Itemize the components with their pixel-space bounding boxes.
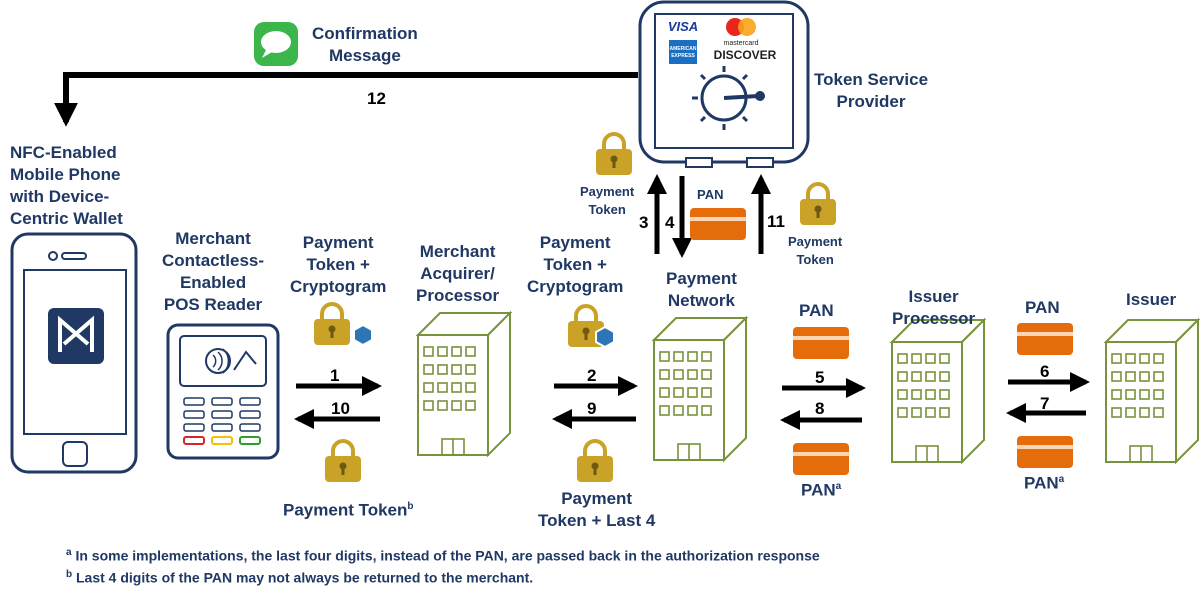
- step-number: 7: [1040, 394, 1050, 413]
- card-icon: [793, 443, 849, 475]
- card-icon: [1017, 436, 1073, 468]
- padlock-icon: [594, 132, 634, 177]
- token-service-provider-label: Token Service Provider: [814, 70, 929, 111]
- pan-small-label: PAN: [697, 187, 724, 202]
- discover-logo: DISCOVER: [714, 48, 777, 62]
- step-number: 9: [587, 399, 597, 418]
- cryptogram-badge-icon: [353, 323, 373, 347]
- acquirer-label: Merchant Acquirer/ Processor: [416, 242, 500, 305]
- amex-logo-line1: AMERICAN: [670, 46, 697, 52]
- token-cryptogram-label-2: Payment Token + Cryptogram: [527, 233, 624, 296]
- pan-label: PAN: [799, 301, 834, 320]
- building-icon: [417, 312, 511, 456]
- payment-token-small-label: Payment Token: [788, 234, 843, 267]
- payment-token-label: Payment Tokenb: [283, 500, 414, 520]
- footnote-b: b Last 4 digits of the PAN may not alway…: [66, 569, 534, 586]
- step-number: 1: [330, 366, 340, 385]
- safe-icon: [638, 0, 810, 168]
- step-number: 10: [331, 399, 350, 418]
- issuer-processor-label: Issuer Processor: [892, 287, 976, 328]
- payment-token-small-label: Payment Token: [580, 184, 635, 217]
- card-icon: [793, 327, 849, 359]
- card-icon: [690, 208, 746, 240]
- pan-label: PAN: [1025, 298, 1060, 317]
- padlock-icon: [798, 182, 838, 227]
- mobile-phone-label: NFC-Enabled Mobile Phone with Device- Ce…: [10, 143, 123, 228]
- confirmation-message-label: Confirmation Message: [312, 24, 418, 65]
- token-cryptogram-label-1: Payment Token + Cryptogram: [290, 233, 387, 296]
- step-number: 6: [1040, 362, 1050, 381]
- amex-logo-line2: EXPRESS: [671, 53, 695, 59]
- pan-return-label: PANa: [1024, 473, 1065, 493]
- padlock-icon: [575, 439, 615, 484]
- step-number: 2: [587, 366, 597, 385]
- pan-return-label: PANa: [801, 480, 842, 500]
- pos-reader-label: Merchant Contactless- Enabled POS Reader: [162, 229, 265, 314]
- cryptogram-badge-icon: [595, 325, 615, 349]
- payment-network-label: Payment Network: [666, 269, 737, 310]
- padlock-icon: [323, 439, 363, 484]
- padlock-icon: [312, 302, 352, 347]
- nfc-icon: [48, 308, 104, 364]
- mastercard-logo: mastercard: [723, 40, 758, 47]
- arrow-12: [54, 72, 638, 127]
- visa-logo: VISA: [668, 19, 698, 34]
- step-number: 3: [639, 213, 649, 232]
- card-icon: [1017, 323, 1073, 355]
- building-icon: [891, 319, 985, 463]
- footnote-a: a In some implementations, the last four…: [66, 547, 820, 564]
- payment-token-last4-label: Payment Token + Last 4: [538, 489, 656, 530]
- step-number: 12: [367, 89, 386, 108]
- step-number: 4: [665, 213, 675, 232]
- pos-reader: [166, 323, 280, 460]
- message-bubble-icon: [254, 22, 298, 66]
- step-number: 5: [815, 368, 825, 387]
- step-number: 8: [815, 399, 825, 418]
- step-number: 11: [767, 212, 785, 231]
- building-icon: [1105, 319, 1199, 463]
- building-icon: [653, 317, 747, 461]
- issuer-label: Issuer: [1126, 290, 1177, 309]
